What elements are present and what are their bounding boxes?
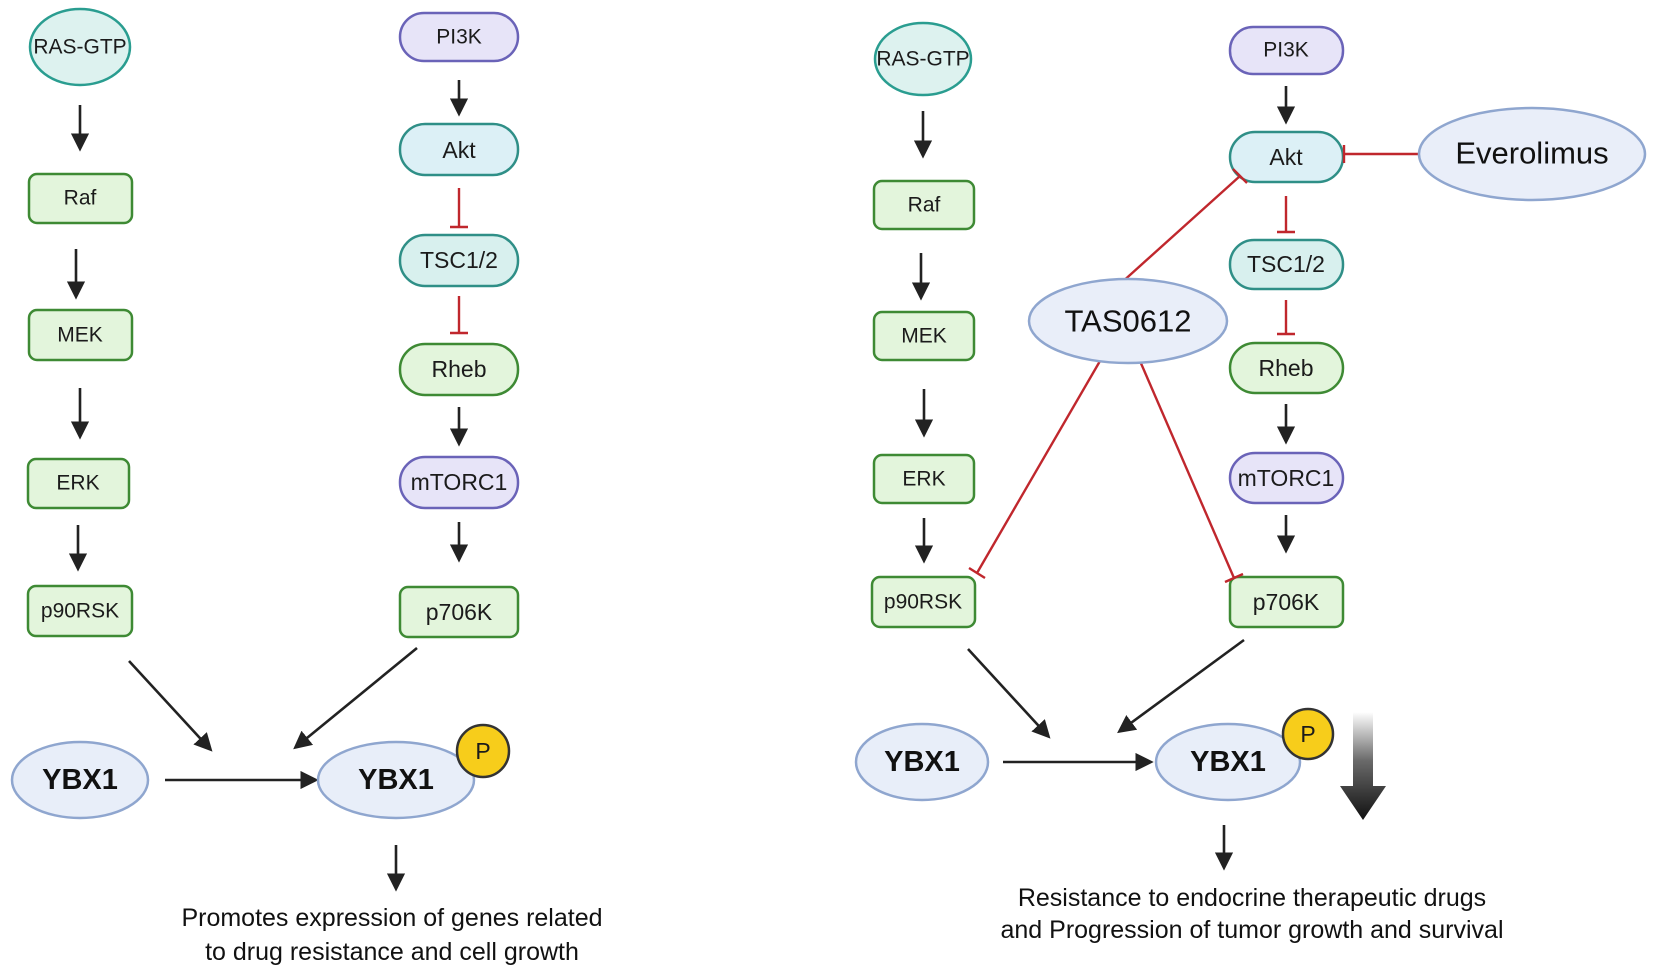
- right-erk-label: ERK: [902, 468, 945, 491]
- right-p706k-node: p706K: [1228, 575, 1345, 629]
- left-tsc-label: TSC1/2: [420, 247, 498, 273]
- right-ybx1-phos-node: YBX1: [1154, 722, 1302, 802]
- right-raf-node: Raf: [872, 179, 976, 231]
- left-raf-node: Raf: [27, 172, 134, 225]
- left-tsc-node: TSC1/2: [398, 233, 520, 288]
- left-mek-label: MEK: [57, 324, 103, 347]
- right-tas0612-inhibits-akt-bar: [1232, 168, 1248, 184]
- right-panel: RAS-GTP Raf MEK ERK p90RSK PI3K: [854, 21, 1647, 944]
- right-mtorc1-label: mTORC1: [1238, 465, 1335, 491]
- left-p90rsk-label: p90RSK: [41, 600, 119, 623]
- right-mtorc1-node: mTORC1: [1228, 451, 1345, 505]
- left-rheb-node: Rheb: [398, 342, 520, 397]
- right-everolimus-node: Everolimus: [1417, 106, 1647, 202]
- right-ras-gtp-label: RAS-GTP: [876, 48, 969, 71]
- left-phospho-label: P: [475, 738, 490, 764]
- right-tas0612-inhibits-akt: [1119, 175, 1241, 285]
- left-pi3k-label: PI3K: [436, 26, 482, 49]
- right-tsc-label: TSC1/2: [1247, 251, 1325, 277]
- right-p90rsk-to-ybx1-arrow: [967, 648, 1051, 739]
- left-phospho-badge: P: [455, 723, 511, 779]
- right-ybx1-unphos-label: YBX1: [884, 746, 960, 778]
- left-ybx1-phos-label: YBX1: [358, 764, 434, 796]
- right-p706k-label: p706K: [1253, 589, 1320, 615]
- right-phospho-badge: P: [1281, 707, 1335, 761]
- right-akt-label: Akt: [1269, 144, 1303, 170]
- right-tas0612-label: TAS0612: [1065, 304, 1192, 339]
- right-tsc-node: TSC1/2: [1228, 238, 1345, 291]
- left-caption-line2: to drug resistance and cell growth: [205, 938, 579, 966]
- left-ybx1-unphos-node: YBX1: [10, 740, 150, 820]
- right-tas0612-inhibits-p90rsk: [975, 360, 1102, 574]
- left-ybx1-unphos-label: YBX1: [42, 764, 118, 796]
- right-pi3k-node: PI3K: [1228, 25, 1345, 76]
- left-ybx1-phos-node: YBX1: [316, 740, 476, 820]
- left-caption-line1: Promotes expression of genes related: [181, 904, 602, 932]
- right-akt-node: Akt: [1228, 130, 1345, 184]
- left-p706k-node: p706K: [398, 585, 520, 639]
- right-everolimus-label: Everolimus: [1455, 136, 1608, 171]
- left-p706k-label: p706K: [426, 599, 493, 625]
- right-ybx1-phos-label: YBX1: [1190, 746, 1266, 778]
- right-caption-line1: Resistance to endocrine therapeutic drug…: [1018, 884, 1486, 912]
- right-tas0612-inhibits-p90rsk-bar: [968, 566, 986, 580]
- right-erk-node: ERK: [872, 453, 976, 505]
- right-caption-line2: and Progression of tumor growth and surv…: [1000, 916, 1503, 944]
- left-akt-node: Akt: [398, 122, 520, 177]
- left-p90rsk-to-ybx1-arrow: [128, 660, 213, 752]
- right-raf-label: Raf: [908, 194, 941, 217]
- right-pi3k-label: PI3K: [1263, 39, 1309, 62]
- right-tas0612-inhibits-p706k-bar: [1224, 572, 1244, 584]
- right-p706k-to-ybx1-arrow: [1117, 638, 1245, 734]
- right-rheb-node: Rheb: [1228, 341, 1345, 395]
- right-ybx1-unphos-node: YBX1: [854, 722, 990, 802]
- left-mtorc1-node: mTORC1: [398, 455, 520, 510]
- left-mek-node: MEK: [27, 308, 134, 362]
- left-pi3k-node: PI3K: [398, 11, 520, 63]
- left-ras-gtp-label: RAS-GTP: [33, 36, 126, 59]
- right-p90rsk-node: p90RSK: [870, 575, 977, 629]
- left-erk-label: ERK: [56, 472, 99, 495]
- right-mek-node: MEK: [872, 310, 976, 362]
- left-rheb-label: Rheb: [432, 356, 487, 382]
- left-panel: RAS-GTP Raf MEK ERK p90RSK PI3K: [10, 7, 603, 966]
- right-tas0612-inhibits-p706k: [1138, 360, 1236, 579]
- right-decrease-arrow-icon: [1340, 712, 1386, 820]
- right-tas0612-node: TAS0612: [1027, 277, 1229, 365]
- left-ras-gtp-node: RAS-GTP: [28, 7, 132, 87]
- right-ras-gtp-node: RAS-GTP: [873, 21, 973, 97]
- left-akt-label: Akt: [442, 137, 476, 163]
- left-mtorc1-label: mTORC1: [411, 469, 508, 495]
- left-raf-label: Raf: [64, 187, 97, 210]
- right-p90rsk-label: p90RSK: [884, 591, 962, 614]
- right-rheb-label: Rheb: [1259, 355, 1314, 381]
- left-erk-node: ERK: [26, 457, 131, 510]
- right-mek-label: MEK: [901, 325, 947, 348]
- right-phospho-label: P: [1300, 721, 1315, 747]
- left-p706k-to-ybx1-arrow: [293, 646, 418, 750]
- left-p90rsk-node: p90RSK: [26, 584, 134, 638]
